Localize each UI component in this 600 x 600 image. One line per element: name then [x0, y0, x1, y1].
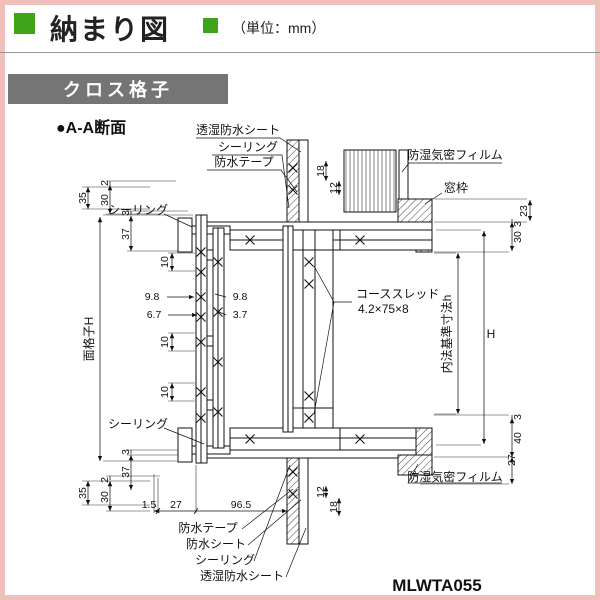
dim-30-right-top: 30 — [512, 231, 524, 243]
sash-section — [282, 225, 334, 433]
bottom-wall-section — [286, 457, 398, 545]
green-bullet-small-icon — [203, 18, 218, 33]
dim-23-right: 23 — [518, 205, 530, 217]
dim-27-bottom-row: 27 — [170, 499, 182, 511]
dim-9-8-right: 9.8 — [233, 291, 248, 303]
dim-40-right-bottom: 40 — [512, 432, 524, 444]
callout-sealing-bottom: シーリング — [195, 553, 255, 567]
dim-10-b: 10 — [159, 336, 171, 348]
dim-3-7: 3.7 — [233, 309, 248, 321]
drawing-code: MLWTA055 — [392, 576, 481, 595]
callout-breathable-sheet-top: 透湿防水シート — [196, 122, 280, 137]
dim-1-5-bottom-row: 1.5 — [142, 499, 157, 511]
dim-9-8-left: 9.8 — [145, 291, 160, 303]
dim-30-bottom: 30 — [99, 491, 111, 503]
unit-note: （単位：mm） — [232, 20, 326, 36]
dim-6-7: 6.7 — [147, 309, 162, 321]
lattice-bars — [195, 214, 225, 464]
dim-3-right-bottom: 3 — [512, 414, 524, 420]
dimension-values: 35 2 30 3 37 10 9.8 9.8 6.7 3.7 10 10 3 … — [77, 165, 530, 513]
dim-37-bottom: 37 — [120, 466, 132, 478]
drawing-geometry — [177, 139, 433, 545]
dim-10-a: 10 — [159, 256, 171, 268]
callout-course-thread: コーススレッド — [356, 287, 439, 301]
leader-lines — [163, 137, 502, 578]
dim-18-wall-top: 18 — [315, 165, 327, 177]
callout-waterproof-sheet-bottom: 防水シート — [186, 536, 246, 551]
callout-sealing-left-bottom: シーリング — [108, 417, 168, 431]
dim-18-wall-bottom: 18 — [328, 501, 340, 513]
drawing-labels: 透湿防水シート シーリング 防水テープ 防湿気密フィルム 窓枠 シーリング 面格… — [81, 122, 503, 595]
callout-waterproof-tape-top: 防水テープ — [214, 154, 273, 169]
green-bullet-icon — [14, 13, 35, 34]
dim-10-c: 10 — [159, 386, 171, 398]
label-lattice-height: 面格子H — [81, 317, 96, 362]
header-divider — [0, 52, 600, 53]
window-frame-trim-bottom — [397, 454, 433, 476]
dim-12-wall-bottom: 12 — [315, 486, 327, 498]
callout-window-frame: 窓枠 — [444, 180, 468, 195]
section-label: クロス格子 — [63, 80, 173, 100]
callout-waterproof-tape-bottom: 防水テープ — [178, 520, 237, 535]
callout-sealing-top: シーリング — [218, 140, 278, 154]
label-inner-standard-dim: 内法基準寸法h — [439, 295, 454, 374]
dim-3-top: 3 — [120, 210, 132, 216]
dim-35-top: 35 — [77, 192, 89, 204]
callout-vapor-barrier-film-bottom: 防湿気密フィルム — [407, 469, 503, 484]
callout-sealing-left-top: シーリング — [108, 203, 168, 217]
dim-3-bottom: 3 — [120, 449, 132, 455]
section-label-bar: クロス格子 — [8, 74, 228, 104]
dim-3-right-top: 3 — [512, 221, 524, 227]
callout-vapor-barrier-film-top: 防湿気密フィルム — [407, 147, 503, 162]
dim-35-bottom: 35 — [77, 487, 89, 499]
dim-96-5-bottom-row: 96.5 — [231, 499, 252, 511]
dim-30-top: 30 — [99, 194, 111, 206]
callout-breathable-sheet-bottom: 透湿防水シート — [200, 568, 284, 583]
dim-2-top: 2 — [99, 180, 111, 186]
callout-course-thread-size: 4.2×75×8 — [358, 302, 409, 316]
dim-2-bottom: 2 — [99, 477, 111, 483]
page-title: 納まり図 — [50, 14, 171, 45]
view-label: ●A-A断面 — [56, 120, 127, 137]
dim-27-right-bottom: 27 — [506, 454, 518, 466]
dim-12-wall-top: 12 — [328, 182, 340, 194]
dim-37-top: 37 — [120, 228, 132, 240]
label-overall-height: H — [487, 327, 496, 341]
